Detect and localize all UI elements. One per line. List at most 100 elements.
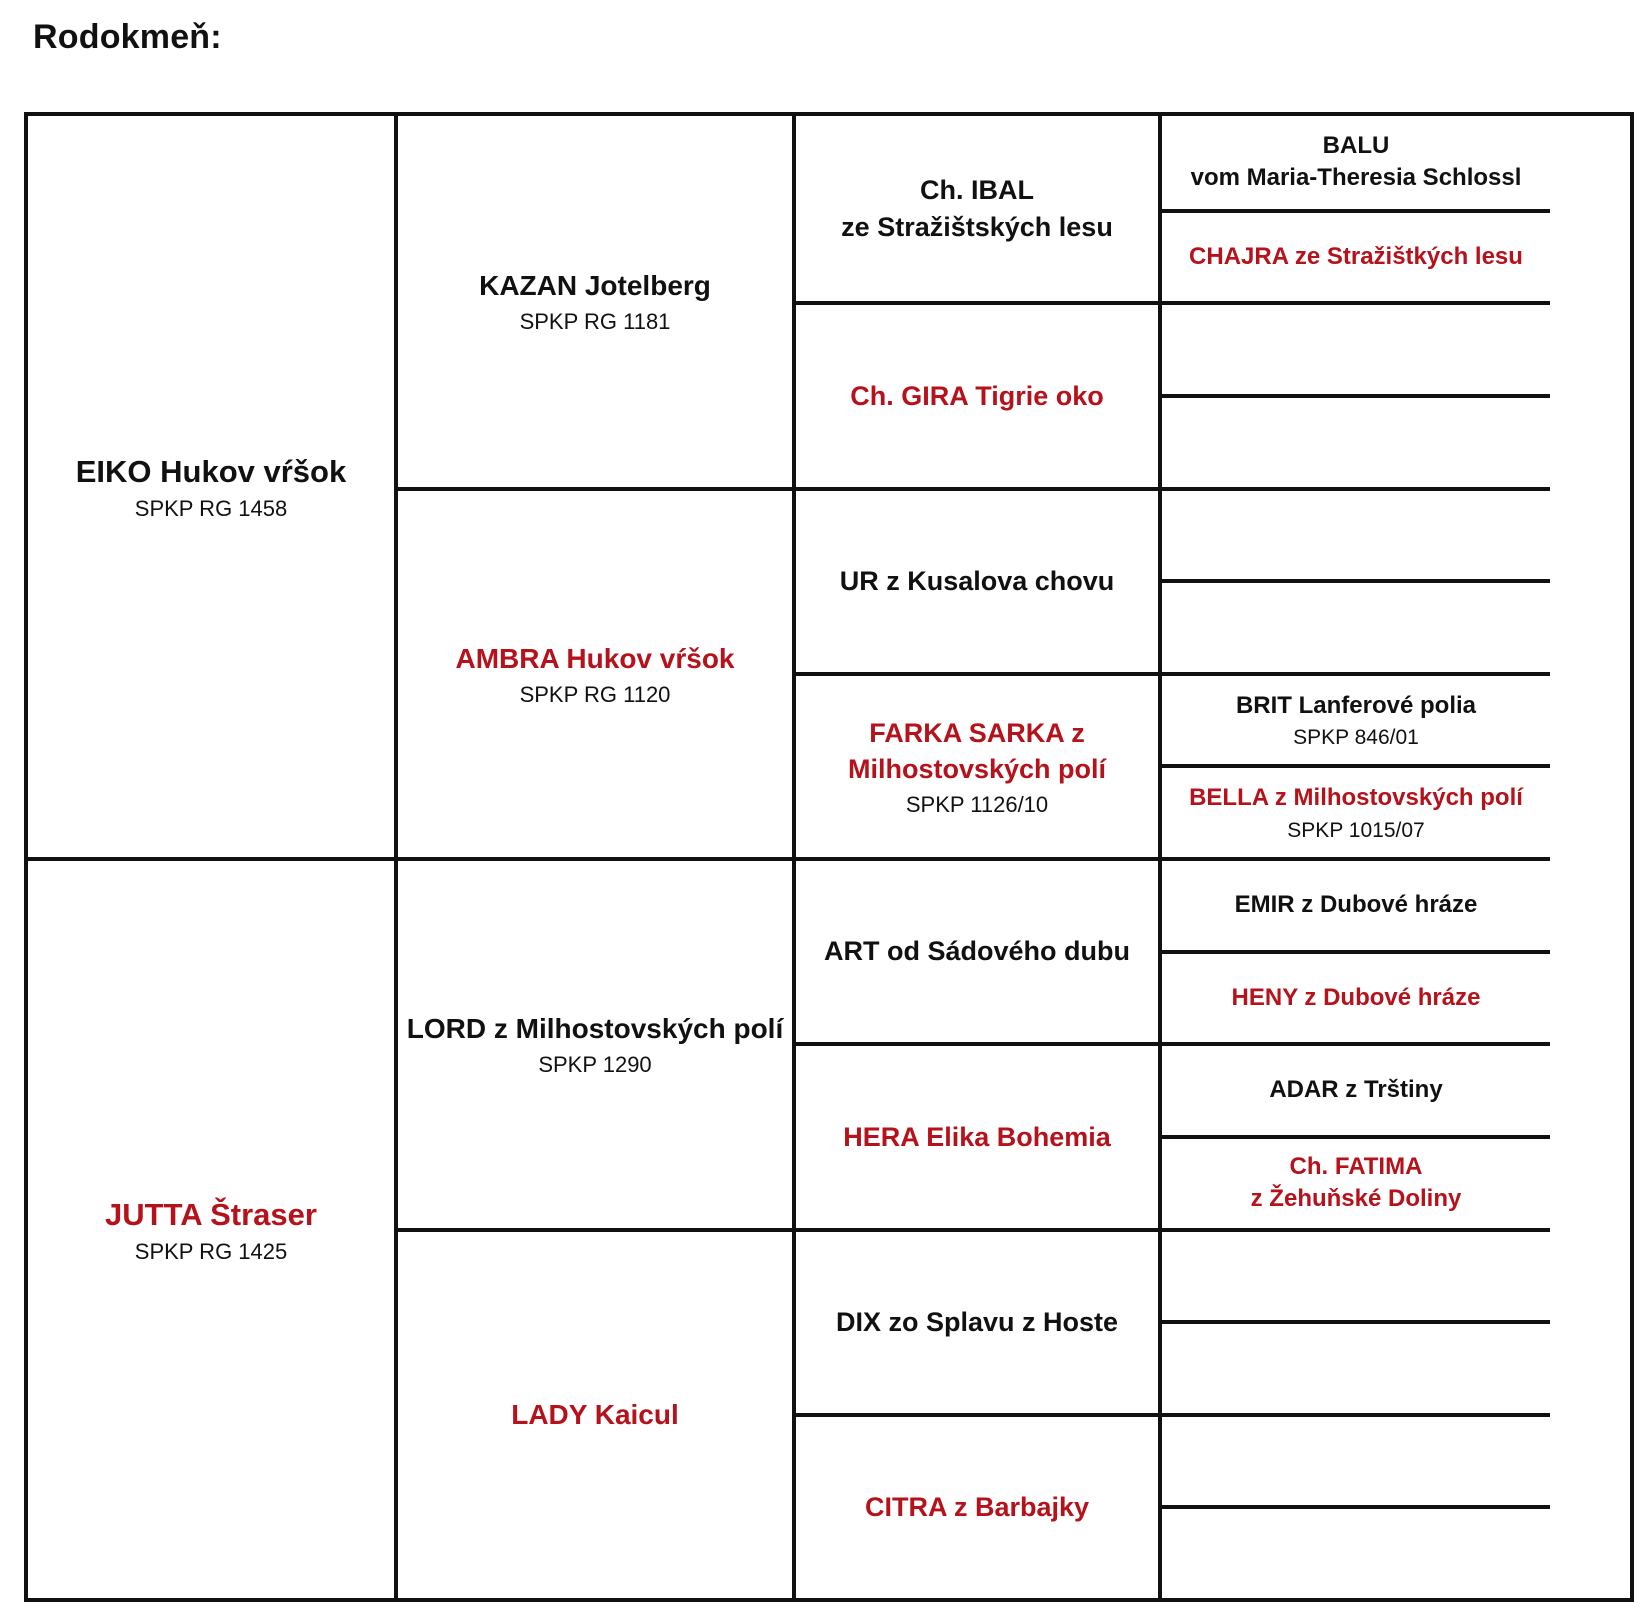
great-great-grandparents-cell: EMIR z Dubové hráze	[1162, 861, 1550, 950]
dog-name: ART od Sádového dubu	[824, 933, 1130, 969]
dog-name: FARKA SARKA z Milhostovských polí	[848, 715, 1106, 788]
dog-name-line: CITRA z Barbajky	[864, 1492, 1090, 1523]
registration-number: SPKP 846/01	[1293, 726, 1419, 750]
dog-name-line: z Žehuňské Doliny	[1250, 1185, 1462, 1213]
row-divider	[796, 1412, 1158, 1417]
registration-number: SPKP RG 1120	[519, 681, 671, 707]
registration-number: SPKP RG 1181	[519, 309, 671, 335]
dog-name-line: Ch. FATIMA	[1289, 1152, 1423, 1180]
great-great-grandparents-cell	[1162, 398, 1550, 487]
dog-name-line: BRIT Lanferové polia	[1235, 691, 1477, 719]
great-grandparents-cell: UR z Kusalova chovu	[796, 491, 1158, 672]
dog-name-line: Ch. GIRA Tigrie oko	[850, 380, 1104, 411]
great-great-grandparents-cell: HENY z Dubové hráze	[1162, 954, 1550, 1043]
dog-name: Ch. FATIMA z Žehuňské Doliny	[1251, 1151, 1462, 1216]
row-divider	[1162, 301, 1550, 306]
registration-number: SPKP RG 1425	[134, 1239, 288, 1265]
row-divider	[1162, 486, 1550, 491]
dog-name-line: JUTTA Štraser	[105, 1196, 317, 1232]
row-divider	[796, 486, 1158, 491]
great-great-grandparents-cell	[1162, 1232, 1550, 1321]
great-great-grandparents-cell	[1162, 1417, 1550, 1506]
dog-name: CITRA z Barbajky	[865, 1489, 1089, 1525]
great-great-grandparents-cell: CHAJRA ze Stražištkých lesu	[1162, 213, 1550, 302]
row-divider	[1162, 393, 1550, 398]
dog-name: LADY Kaicul	[511, 1396, 679, 1434]
row-divider	[1162, 1412, 1550, 1417]
row-divider	[796, 301, 1158, 306]
great-grandparents-cell: DIX zo Splavu z Hoste	[796, 1232, 1158, 1413]
row-divider	[1162, 764, 1550, 769]
row-divider	[1162, 949, 1550, 954]
dog-name-line: ze Stražištských lesu	[841, 211, 1113, 242]
row-divider	[796, 1227, 1158, 1232]
row-divider	[796, 671, 1158, 676]
row-divider	[28, 857, 394, 861]
row-divider	[1162, 671, 1550, 676]
column-divider	[1158, 116, 1162, 1598]
row-divider	[398, 857, 792, 861]
dog-name: DIX zo Splavu z Hoste	[836, 1304, 1118, 1340]
dog-name-line: LADY Kaicul	[511, 1398, 679, 1430]
dog-name-line: Ch. IBAL	[919, 175, 1034, 206]
great-great-grandparents-cell	[1162, 491, 1550, 580]
page-title: Rodokmeň:	[33, 18, 222, 56]
dog-name-line: HERA Elika Bohemia	[843, 1121, 1111, 1152]
dog-name-line: Milhostovských polí	[847, 754, 1107, 785]
registration-number: SPKP RG 1458	[134, 496, 288, 522]
row-divider	[1162, 1134, 1550, 1139]
row-divider	[1162, 1505, 1550, 1510]
dog-name-line: HENY z Dubové hráze	[1231, 983, 1481, 1011]
dog-name: CHAJRA ze Stražištkých lesu	[1189, 241, 1523, 273]
dog-name: JUTTA Štraser	[105, 1194, 317, 1236]
dog-name: EIKO Hukov vŕšok	[76, 451, 346, 493]
row-divider	[1162, 579, 1550, 584]
dog-name: Ch. IBAL ze Stražištských lesu	[841, 172, 1113, 245]
grandparents-cell: LADY Kaicul	[398, 1232, 792, 1599]
dog-name: LORD z Milhostovských polí	[407, 1010, 783, 1048]
registration-number: SPKP 1290	[538, 1052, 652, 1078]
dog-name-line: DIX zo Splavu z Hoste	[835, 1306, 1119, 1337]
row-divider	[1162, 1320, 1550, 1325]
dog-name-line: CHAJRA ze Stražištkých lesu	[1189, 242, 1523, 270]
dog-name: EMIR z Dubové hráze	[1235, 889, 1478, 921]
dog-name: Ch. GIRA Tigrie oko	[850, 378, 1104, 414]
great-great-grandparents-cell: Ch. FATIMA z Žehuňské Doliny	[1162, 1139, 1550, 1228]
great-grandparents-cell: Ch. GIRA Tigrie oko	[796, 305, 1158, 486]
column-divider	[394, 116, 398, 1598]
dog-name-line: BALU	[1322, 131, 1390, 159]
dog-name-line: AMBRA Hukov vŕšok	[455, 642, 735, 674]
great-grandparents-cell: HERA Elika Bohemia	[796, 1046, 1158, 1227]
great-great-grandparents-cell	[1162, 583, 1550, 672]
dog-name-line: FARKA SARKA z	[869, 717, 1085, 748]
great-grandparents-cell: ART od Sádového dubu	[796, 861, 1158, 1042]
dog-name-line: LORD z Milhostovských polí	[406, 1013, 784, 1045]
dog-name: KAZAN Jotelberg	[479, 267, 711, 305]
dog-name-line: ART od Sádového dubu	[824, 936, 1130, 967]
row-divider	[796, 857, 1158, 861]
dog-name: AMBRA Hukov vŕšok	[455, 640, 734, 678]
dog-name: ADAR z Trštiny	[1269, 1074, 1442, 1106]
registration-number: SPKP 1126/10	[905, 791, 1049, 817]
dog-name: BELLA z Milhostovských polí	[1189, 782, 1523, 814]
dog-name-line: UR z Kusalova chovu	[839, 565, 1115, 596]
great-great-grandparents-cell	[1162, 305, 1550, 394]
dog-name-line: EIKO Hukov vŕšok	[75, 453, 347, 489]
dog-name: HENY z Dubové hráze	[1232, 982, 1481, 1014]
row-divider	[398, 486, 792, 491]
dog-name-line: ADAR z Trštiny	[1269, 1076, 1443, 1104]
row-divider	[796, 1042, 1158, 1047]
registration-number: SPKP 1015/07	[1287, 818, 1425, 842]
dog-name: HERA Elika Bohemia	[843, 1119, 1111, 1155]
row-divider	[1162, 1042, 1550, 1047]
row-divider	[398, 1227, 792, 1232]
